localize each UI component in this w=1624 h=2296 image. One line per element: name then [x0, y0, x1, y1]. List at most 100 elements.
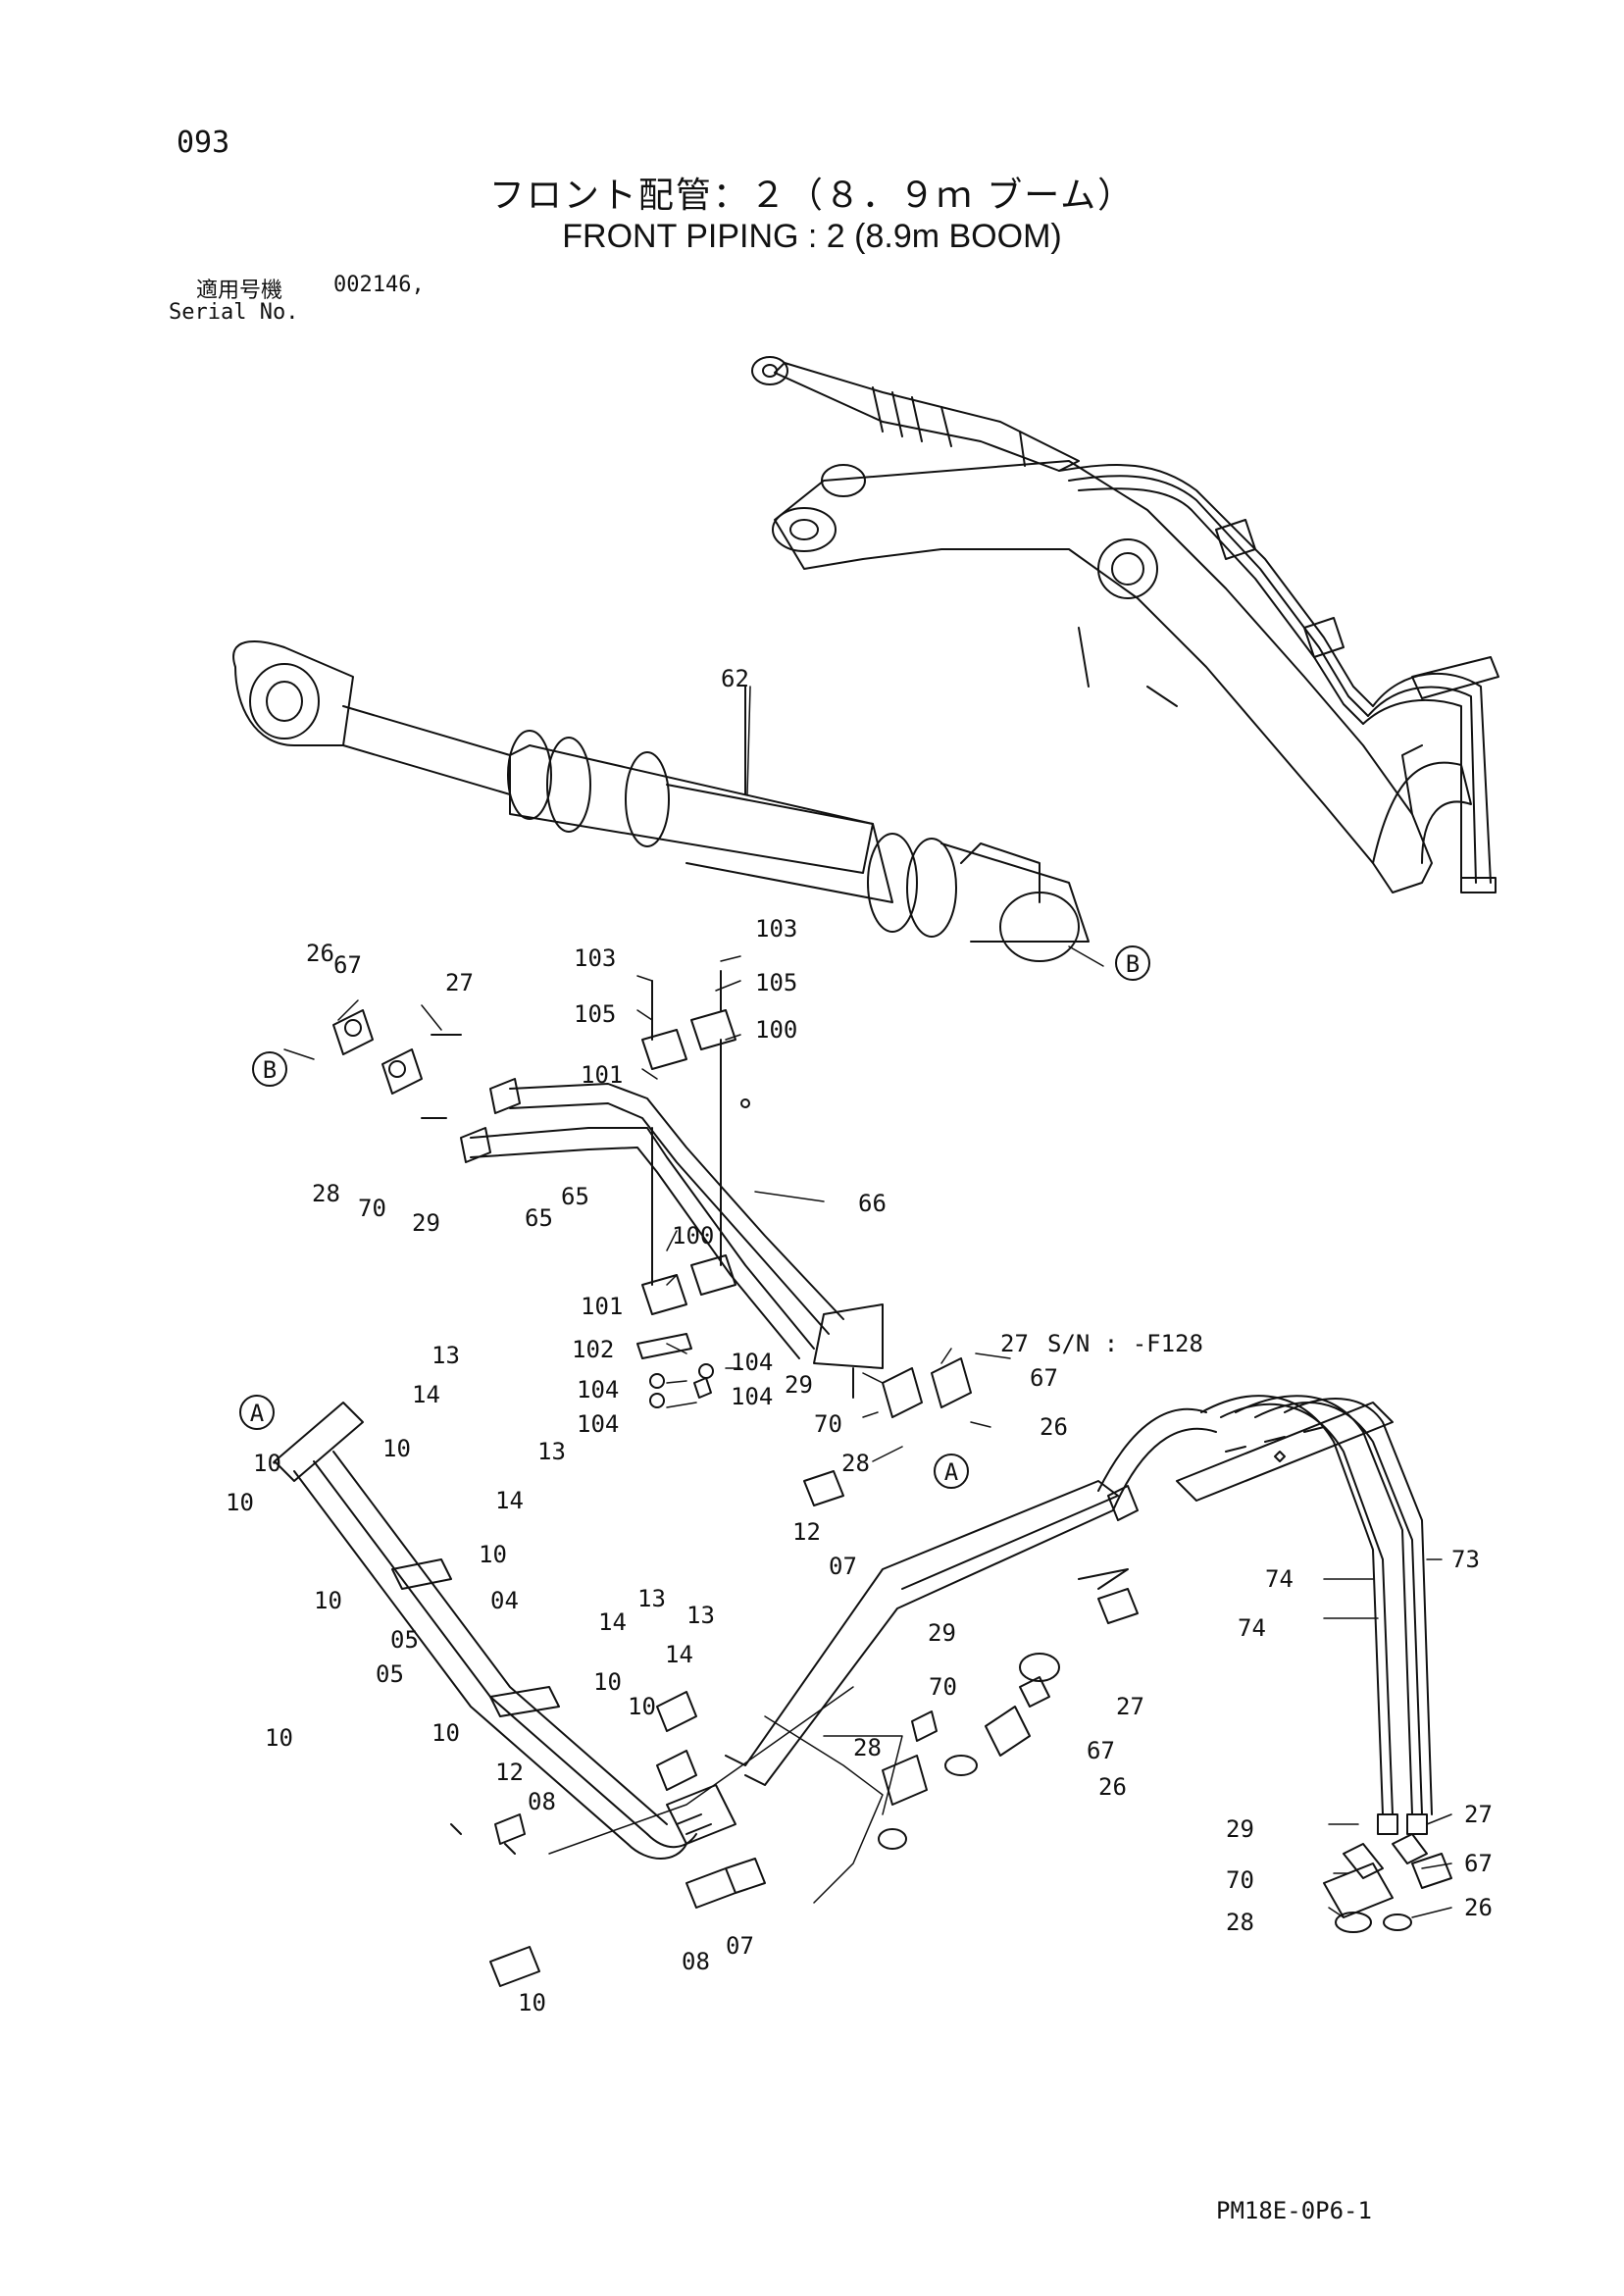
serial-label-japanese: 適用号機 — [196, 279, 283, 303]
marker-a-left: A — [239, 1395, 275, 1430]
callout-04: 04 — [490, 1587, 519, 1614]
leader-lines — [283, 686, 1452, 1918]
boom-cylinder-upper — [751, 356, 1080, 472]
callout-65: 65 — [561, 1183, 589, 1210]
marker-a-label: A — [250, 1400, 265, 1427]
serial-number-value: 002146, — [333, 273, 425, 297]
callout-10: 10 — [382, 1435, 411, 1462]
callout-13: 13 — [686, 1602, 715, 1629]
callout-67: 67 — [1030, 1364, 1058, 1392]
callout-10: 10 — [431, 1719, 460, 1747]
page-number: 093 — [177, 126, 230, 160]
callout-74: 74 — [1265, 1565, 1294, 1593]
document-code: PM18E-0P6-1 — [1216, 2197, 1372, 2224]
callout-74: 74 — [1238, 1614, 1266, 1642]
callout-27: 27 — [1464, 1801, 1493, 1828]
callout-10: 10 — [314, 1587, 342, 1614]
callout-28: 28 — [1226, 1909, 1254, 1936]
callout-28: 28 — [312, 1180, 340, 1207]
callout-28: 28 — [841, 1450, 870, 1477]
callout-05: 05 — [390, 1626, 419, 1654]
callout-28: 28 — [853, 1734, 882, 1761]
callout-70: 70 — [358, 1195, 386, 1222]
callout-70: 70 — [1226, 1866, 1254, 1894]
marker-a-label: A — [944, 1458, 959, 1486]
callout-08: 08 — [528, 1788, 556, 1815]
right-fittings — [878, 1588, 1452, 1933]
callout-73: 73 — [1451, 1546, 1480, 1573]
callout-13: 13 — [431, 1342, 460, 1369]
callout-104: 104 — [731, 1383, 773, 1410]
callout-103: 103 — [755, 915, 797, 943]
callout-14: 14 — [412, 1381, 440, 1408]
marker-b-left: B — [252, 1051, 287, 1087]
callout-27: 27 — [1000, 1330, 1029, 1357]
serial-note: S/N : -F128 — [1047, 1330, 1203, 1357]
callout-105: 105 — [755, 969, 797, 996]
callout-08: 08 — [682, 1948, 710, 1975]
callout-67: 67 — [333, 951, 362, 979]
callout-26: 26 — [1098, 1773, 1127, 1801]
page-title-english: FRONT PIPING : 2 (8.9m BOOM) — [562, 218, 1062, 255]
callout-07: 07 — [829, 1553, 857, 1580]
callout-102: 102 — [572, 1336, 614, 1363]
callout-105: 105 — [574, 1000, 616, 1028]
callout-26: 26 — [1464, 1894, 1493, 1921]
upper-hose-assembly — [332, 970, 972, 1418]
callout-100: 100 — [755, 1016, 797, 1044]
callout-26: 26 — [306, 940, 334, 967]
callout-14: 14 — [495, 1487, 524, 1514]
boom-illustration — [772, 460, 1472, 893]
callout-101: 101 — [581, 1293, 623, 1320]
callout-27: 27 — [445, 969, 474, 996]
callout-62: 62 — [721, 665, 749, 692]
callout-101: 101 — [581, 1061, 623, 1089]
callout-29: 29 — [412, 1209, 440, 1237]
marker-a-right: A — [934, 1454, 969, 1489]
callout-29: 29 — [928, 1619, 956, 1647]
center-bent-pipe — [725, 1407, 1217, 1786]
callout-10: 10 — [479, 1541, 507, 1568]
callout-104: 104 — [577, 1376, 619, 1403]
callout-10: 10 — [518, 1989, 546, 2016]
reference-lines — [548, 1686, 903, 1904]
callout-66: 66 — [858, 1190, 887, 1217]
callout-05: 05 — [376, 1660, 404, 1688]
callout-67: 67 — [1087, 1737, 1115, 1764]
callout-10: 10 — [593, 1668, 622, 1696]
marker-b-top: B — [1115, 945, 1150, 981]
right-pipe-assembly — [1176, 1395, 1433, 1835]
callout-29: 29 — [785, 1371, 813, 1399]
boom-hoses — [1058, 464, 1499, 893]
callout-70: 70 — [929, 1673, 957, 1701]
callout-104: 104 — [577, 1410, 619, 1438]
callout-10: 10 — [226, 1489, 254, 1516]
callout-65: 65 — [525, 1204, 553, 1232]
callout-14: 14 — [665, 1641, 693, 1668]
callout-104: 104 — [731, 1349, 773, 1376]
callout-07: 07 — [726, 1932, 754, 1960]
callout-29: 29 — [1226, 1815, 1254, 1843]
callout-100: 100 — [672, 1222, 714, 1250]
callout-13: 13 — [537, 1438, 566, 1465]
callout-12: 12 — [792, 1518, 821, 1546]
callout-10: 10 — [628, 1693, 656, 1720]
boom-cylinder-62 — [232, 640, 1090, 962]
callout-26: 26 — [1040, 1413, 1068, 1441]
callout-12: 12 — [495, 1759, 524, 1786]
callout-67: 67 — [1464, 1850, 1493, 1877]
callout-10: 10 — [253, 1450, 281, 1477]
callout-labels: 62 26 67 27 103 103 105 105 100 101 28 7… — [226, 665, 1493, 2016]
callout-13: 13 — [637, 1585, 666, 1612]
marker-b-label: B — [263, 1056, 277, 1084]
callout-27: 27 — [1116, 1693, 1144, 1720]
marker-b-label: B — [1126, 950, 1140, 978]
page-title-japanese: フロント配管：２（８．９ｍ ブーム） — [488, 176, 1136, 216]
callout-70: 70 — [814, 1410, 842, 1438]
lower-pipe-assembly — [274, 1402, 844, 1987]
callout-103: 103 — [574, 944, 616, 972]
callout-10: 10 — [265, 1724, 293, 1752]
serial-label-english: Serial No. — [169, 300, 299, 325]
callout-14: 14 — [598, 1608, 627, 1636]
